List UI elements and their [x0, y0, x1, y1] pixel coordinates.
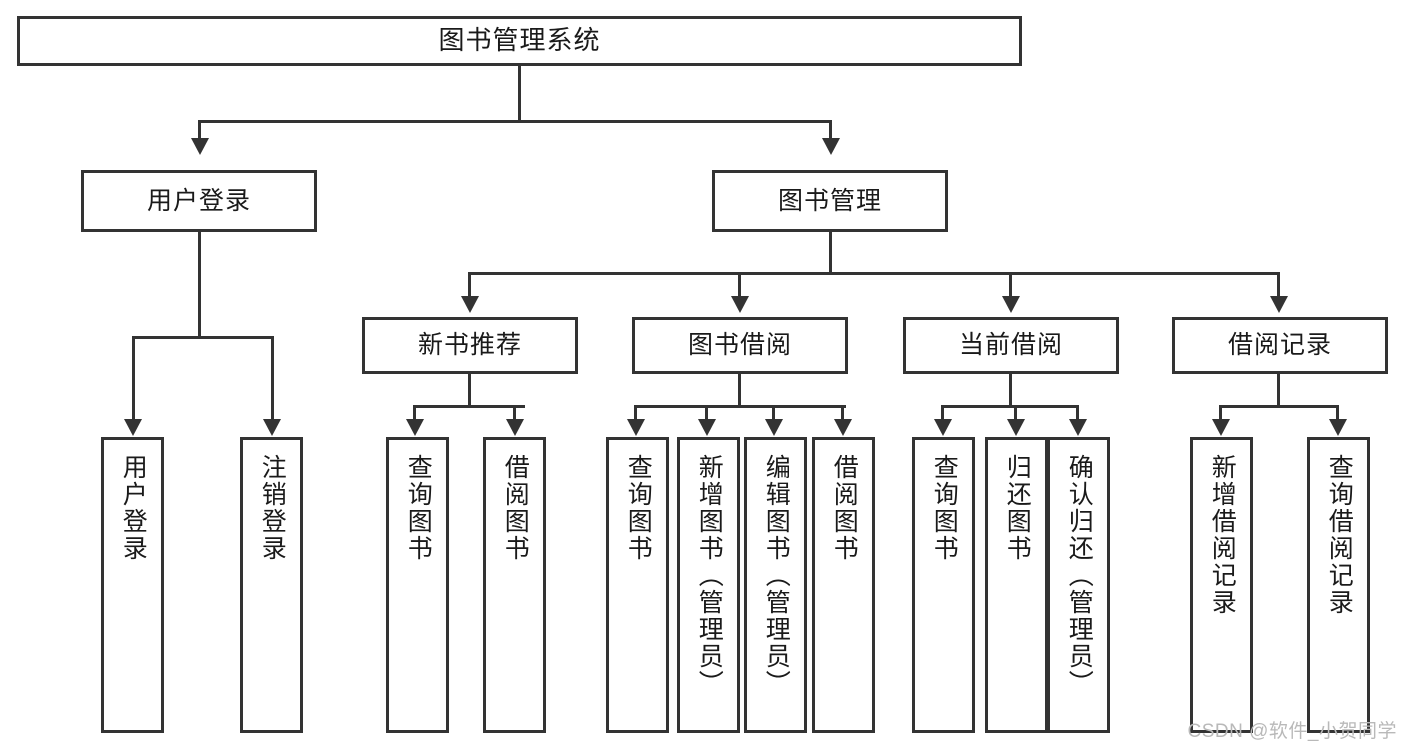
node-label: 归还图书 — [1003, 454, 1032, 562]
node-leaf-add-record[interactable]: 新增借阅记录 — [1190, 437, 1253, 733]
node-leaf-query-book-new[interactable]: 查询图书 — [386, 437, 449, 733]
arrow-leaf-return-book — [1007, 419, 1025, 436]
connector-new-book-l — [413, 405, 416, 419]
node-label: 图书管理系统 — [438, 25, 601, 56]
connector-borrow-record-l — [1219, 405, 1222, 419]
node-label: 借阅记录 — [1227, 331, 1332, 360]
node-label: 当前借阅 — [958, 331, 1063, 360]
node-borrow-record[interactable]: 借阅记录 — [1172, 317, 1388, 374]
connector-new-book-r — [513, 405, 516, 419]
node-current-borrow[interactable]: 当前借阅 — [903, 317, 1119, 374]
arrow-to-book-borrow — [731, 296, 749, 313]
node-label: 借阅图书 — [501, 454, 530, 562]
arrow-leaf-borrow-book — [834, 419, 852, 436]
node-label: 用户登录 — [119, 454, 148, 562]
connector-user-login-left — [132, 336, 135, 420]
arrow-leaf-logout-login — [263, 419, 281, 436]
arrow-to-book-manage — [822, 138, 840, 155]
node-leaf-edit-book[interactable]: 编辑图书（管理员） — [744, 437, 807, 733]
connector-current-borrow-3 — [1076, 405, 1079, 419]
connector-to-book-borrow — [738, 272, 741, 296]
node-label: 编辑图书（管理员） — [762, 454, 791, 697]
connector-book-borrow-3 — [772, 405, 775, 419]
arrow-leaf-add-book — [698, 419, 716, 436]
node-leaf-user-login[interactable]: 用户登录 — [101, 437, 164, 733]
connector-to-book-manage — [829, 120, 832, 138]
connector-user-login-right — [271, 336, 274, 420]
arrow-leaf-query-book-borrow — [627, 419, 645, 436]
node-user-login[interactable]: 用户登录 — [81, 170, 317, 232]
node-leaf-add-book[interactable]: 新增图书（管理员） — [677, 437, 740, 733]
connector-borrow-record-stem — [1277, 374, 1280, 405]
connector-current-borrow-1 — [941, 405, 944, 419]
connector-borrow-record-bus — [1219, 405, 1339, 408]
node-label: 查询图书 — [404, 454, 433, 562]
connector-to-borrow-record — [1277, 272, 1280, 296]
node-label: 查询借阅记录 — [1325, 454, 1354, 616]
node-leaf-confirm-return[interactable]: 确认归还（管理员） — [1047, 437, 1110, 733]
connector-root-stem — [518, 66, 521, 120]
connector-current-borrow-bus — [941, 405, 1078, 408]
arrow-leaf-confirm-return — [1069, 419, 1087, 436]
node-new-book-recommend[interactable]: 新书推荐 — [362, 317, 578, 374]
connector-book-borrow-1 — [634, 405, 637, 419]
connector-book-manage-stem — [829, 232, 832, 272]
connector-book-borrow-stem — [738, 374, 741, 405]
arrow-leaf-query-record — [1329, 419, 1347, 436]
arrow-leaf-query-book-current — [934, 419, 952, 436]
node-leaf-return-book[interactable]: 归还图书 — [985, 437, 1048, 733]
connector-book-borrow-4 — [841, 405, 844, 419]
connector-root-bus — [198, 120, 832, 123]
connector-book-borrow-2 — [705, 405, 708, 419]
node-label: 新增借阅记录 — [1208, 454, 1237, 616]
node-label: 用户登录 — [146, 186, 251, 215]
arrow-to-user-login — [191, 138, 209, 155]
connector-to-new-book — [468, 272, 471, 296]
connector-book-borrow-bus — [634, 405, 846, 408]
arrow-to-current-borrow — [1002, 296, 1020, 313]
arrow-to-borrow-record — [1270, 296, 1288, 313]
connector-user-login-stem — [198, 232, 201, 336]
arrow-leaf-add-record — [1212, 419, 1230, 436]
node-label: 新书推荐 — [417, 331, 522, 360]
connector-new-book-bus — [413, 405, 525, 408]
node-leaf-borrow-book[interactable]: 借阅图书 — [812, 437, 875, 733]
node-leaf-query-record[interactable]: 查询借阅记录 — [1307, 437, 1370, 733]
arrow-leaf-query-book-new — [406, 419, 424, 436]
node-leaf-logout-login[interactable]: 注销登录 — [240, 437, 303, 733]
connector-new-book-stem — [468, 374, 471, 405]
node-leaf-query-book-borrow[interactable]: 查询图书 — [606, 437, 669, 733]
connector-current-borrow-stem — [1009, 374, 1012, 405]
connector-user-login-bus — [132, 336, 274, 339]
node-label: 查询图书 — [624, 454, 653, 562]
arrow-leaf-edit-book — [765, 419, 783, 436]
node-label: 注销登录 — [258, 454, 287, 562]
node-book-borrow[interactable]: 图书借阅 — [632, 317, 848, 374]
arrow-to-new-book-recommend — [461, 296, 479, 313]
arrow-leaf-borrow-book-new — [506, 419, 524, 436]
node-label: 新增图书（管理员） — [695, 454, 724, 697]
node-label: 图书管理 — [777, 186, 882, 215]
connector-current-borrow-2 — [1014, 405, 1017, 419]
node-book-manage[interactable]: 图书管理 — [712, 170, 948, 232]
node-root-system[interactable]: 图书管理系统 — [17, 16, 1022, 66]
node-label: 图书借阅 — [687, 331, 792, 360]
arrow-leaf-user-login — [124, 419, 142, 436]
connector-to-current-borrow — [1009, 272, 1012, 296]
node-label: 查询图书 — [930, 454, 959, 562]
connector-book-manage-bus — [468, 272, 1280, 275]
node-label: 借阅图书 — [830, 454, 859, 562]
node-leaf-borrow-book-new[interactable]: 借阅图书 — [483, 437, 546, 733]
node-label: 确认归还（管理员） — [1065, 454, 1094, 697]
connector-to-user-login — [198, 120, 201, 138]
node-leaf-query-book-current[interactable]: 查询图书 — [912, 437, 975, 733]
connector-borrow-record-r — [1336, 405, 1339, 419]
